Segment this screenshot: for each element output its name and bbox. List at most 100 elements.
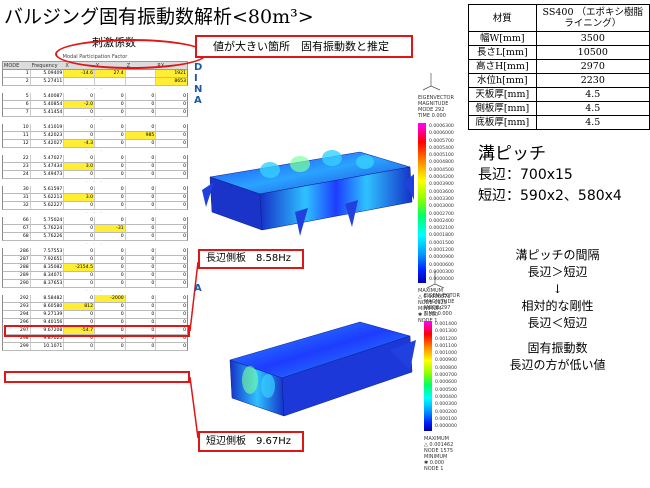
legend-value: 0.001000 (435, 351, 457, 357)
legend-value: 0.000000 (435, 424, 457, 430)
explanation-block: 溝ピッチの間隔長辺＞短辺↓相対的な剛性長辺＜短辺 固有振動数長辺の方が低い値 (470, 247, 645, 374)
mode-table-cell: 0 (183, 320, 187, 325)
mode-table-cell: 0 (95, 335, 126, 342)
fea-fin-2 (345, 200, 358, 227)
mode-table-cell: -2000 (95, 295, 126, 302)
fea-model-bottom (229, 321, 416, 417)
fea-fin-3 (202, 182, 214, 207)
mode-table-cell: 0 (126, 280, 157, 287)
mode-table-cell: 5.40087 (31, 93, 65, 100)
mode-table-cell: 0 (126, 319, 157, 326)
mode-table-cell: 0 (64, 155, 96, 162)
mode-table-cell: 985 (125, 132, 157, 139)
legend-value: 0.0001800 (429, 233, 454, 239)
legend-value: 0.0000300 (429, 269, 454, 275)
mode-table-cell: 0 (183, 257, 187, 262)
legend-value: 0.0006000 (429, 131, 454, 137)
material-row: 底板厚[mm]4.5 (468, 115, 650, 130)
explanation-line: 長辺＜短辺 (527, 316, 588, 330)
mode-table-cell: 293 (3, 303, 31, 310)
mode-table-cell: 8.35082 (31, 264, 65, 271)
mode-table-cell: 0 (95, 109, 126, 116)
mode-table-cell: 0 (126, 93, 157, 100)
material-row-value: 4.5 (535, 115, 650, 130)
mode-table-gap: · · · (86, 117, 104, 123)
mode-table-cell: 297 (3, 327, 31, 334)
mode-table-cell: 0 (126, 303, 157, 310)
mode-table-cell: 8.34071 (31, 272, 65, 279)
mode-table-cell (95, 78, 126, 85)
mode-table-cell: 8.58482 (31, 295, 65, 302)
mode-table-cell: 0 (126, 327, 157, 334)
mode-table-cell: 23 (3, 163, 31, 170)
mode-table-cell: 0 (64, 280, 96, 287)
mode-table-column-header: Frequency (31, 63, 58, 69)
mode-table-cell: 0 (64, 124, 96, 131)
mode-table-cell: 0 (95, 124, 126, 131)
mode-table-cell: 0 (183, 304, 187, 309)
mode-table-cell: 24 (3, 171, 31, 178)
material-row: 側板厚[mm]4.5 (468, 101, 650, 116)
mode-table-cell: 0 (183, 234, 187, 239)
mode-table-cell: 0 (95, 163, 126, 170)
pitch-heading: 溝ピッチ (478, 144, 546, 164)
mode-table-cell: -54.7 (64, 327, 96, 334)
mode-table-cell: 0 (183, 203, 187, 208)
mode-table-cell: 31 (3, 194, 31, 201)
explanation-line: 長辺＞短辺 (527, 265, 588, 279)
mode-table-cell: 0 (95, 140, 126, 147)
pitch-long: 長辺：700x15 (478, 167, 573, 183)
legend-value: 0.0003600 (429, 189, 454, 195)
legend-value: 0.001200 (435, 336, 457, 342)
mode-table-gap: · · · (86, 179, 104, 185)
mode-table-cell: 5.09409 (31, 70, 65, 77)
mode-table-cell: 0 (126, 109, 157, 116)
mode-table-cell: 287 (3, 256, 31, 263)
legend-top: EIGENVECTOR MAGNITUDE MODE 292 TIME 0.00… (418, 95, 454, 324)
legend-value: 0.001400 (435, 322, 457, 327)
mode-table-cell: 5.47027 (31, 155, 65, 162)
fea-bulge-2 (290, 156, 310, 172)
mode-table-cell: 0 (64, 295, 96, 302)
mode-table-cell: 0 (183, 110, 187, 115)
mode-table-cell: 0 (95, 327, 126, 334)
mode-table-gap: · · · (86, 210, 104, 216)
material-row: 幅W[mm]3500 (468, 31, 650, 46)
mode-table-cell: 0 (126, 124, 157, 131)
legend-value: 0.0001200 (429, 248, 454, 254)
legend-value: 0.0000900 (429, 255, 454, 261)
mode-table-cell: 0 (64, 225, 96, 232)
mode-table-cell: 0 (183, 226, 187, 231)
legend-value: 0.0000600 (429, 262, 454, 268)
mode-table-cell: 8653 (156, 78, 188, 85)
mode-table-cell: 7.57553 (31, 248, 65, 255)
legend-value: 0.0005100 (429, 153, 454, 159)
fea-fin-1 (295, 208, 308, 236)
legend-top-title: EIGENVECTOR MAGNITUDE MODE 292 TIME 0.00… (418, 95, 454, 119)
legend-value: 0.0005400 (429, 145, 454, 151)
mode-table-cell: 5 (3, 93, 31, 100)
mode-table-cell: 0 (126, 186, 157, 193)
legend-value: 0.001300 (435, 329, 457, 335)
mode-table-cell: 0 (126, 171, 157, 178)
mode-table-cell: 286 (3, 248, 31, 255)
mode-table-cell: 0 (183, 273, 187, 278)
material-row: 水位h[mm]2230 (468, 73, 650, 88)
legend-value: 0.000100 (435, 416, 457, 422)
axis-triad-bottom (426, 271, 445, 289)
callout-short-side: 短辺側板 9.67Hz (198, 431, 304, 452)
legend-bottom-title: EIGENVECTOR MAGNITUDE MODE 297 TIME 0.00… (424, 293, 460, 317)
